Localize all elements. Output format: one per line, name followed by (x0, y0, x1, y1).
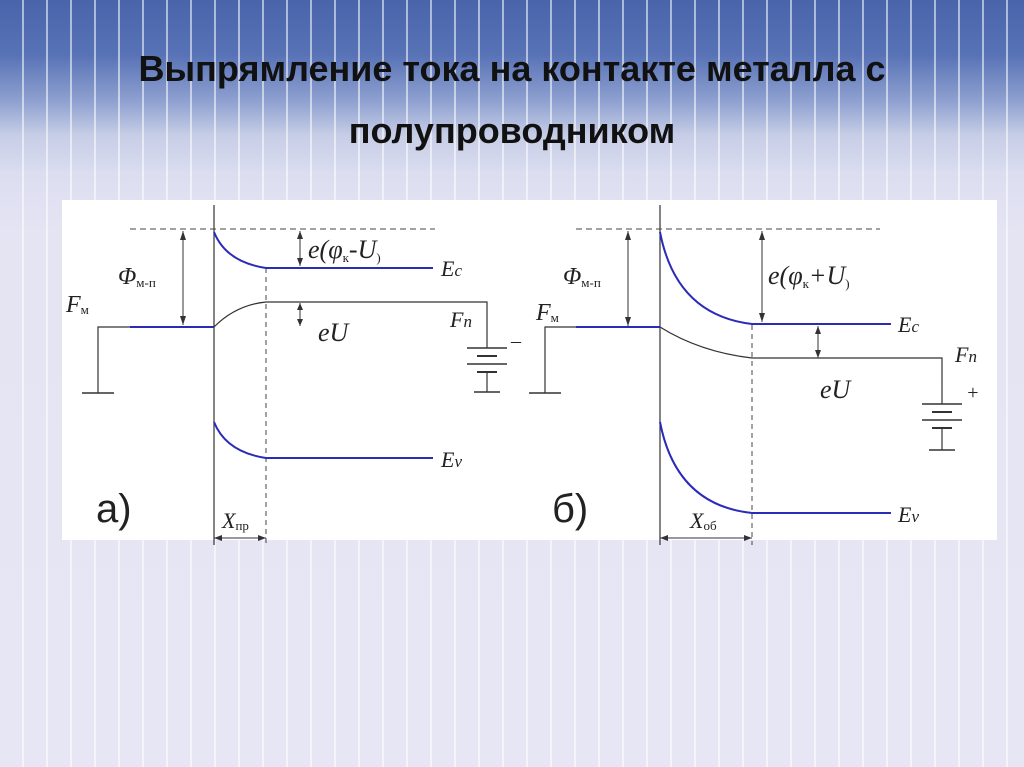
conduction-band-a (213, 231, 433, 269)
diagram-panel (62, 200, 997, 540)
barrier-label-b: e(φк+U) (768, 261, 850, 291)
battery-b (922, 385, 962, 451)
semiconductor-fermi-level-a (213, 301, 488, 328)
conduction-band-b (659, 231, 891, 325)
battery-sign-b: + (966, 382, 980, 404)
fn-label-a: Fn (449, 307, 472, 332)
diagram-a: Φм-п Fм e(φк-U) eU Ec Fn – Ev Xпр а) (65, 205, 522, 545)
x-label-b: Xоб (689, 508, 717, 533)
metal-ground-wire-a (97, 326, 130, 393)
metal-ground-wire-b (544, 326, 576, 393)
panel-label-a: а) (96, 487, 132, 531)
fm-label-b: Fм (535, 300, 559, 326)
ec-label-a: Ec (440, 256, 462, 281)
slide-title-line-2: полупроводником (348, 110, 676, 151)
fm-label-a: Fм (65, 292, 89, 318)
ev-label-a: Ev (440, 447, 462, 472)
ec-label-b: Ec (897, 312, 919, 337)
eu-label-a: eU (318, 318, 351, 347)
x-label-a: Xпр (221, 508, 249, 533)
battery-sign-a: – (510, 330, 522, 352)
ev-label-b: Ev (897, 502, 919, 527)
eu-label-b: eU (820, 375, 853, 404)
fn-label-b: Fn (954, 342, 977, 367)
barrier-label-a: e(φк-U) (308, 235, 381, 265)
slide-title-line-1: Выпрямление тока на контакте металла с (138, 48, 886, 89)
phi-label-a: Φм-п (118, 264, 156, 290)
semiconductor-fermi-level-b (659, 326, 943, 385)
valence-band-b (659, 421, 891, 514)
panel-label-b: б) (552, 487, 588, 531)
diagram-b: Φм-п Fм e(φк+U) eU Ec Fn + Ev Xоб б) (529, 205, 980, 545)
battery-a (467, 325, 507, 393)
phi-label-b: Φм-п (563, 264, 601, 290)
valence-band-a (213, 421, 433, 459)
